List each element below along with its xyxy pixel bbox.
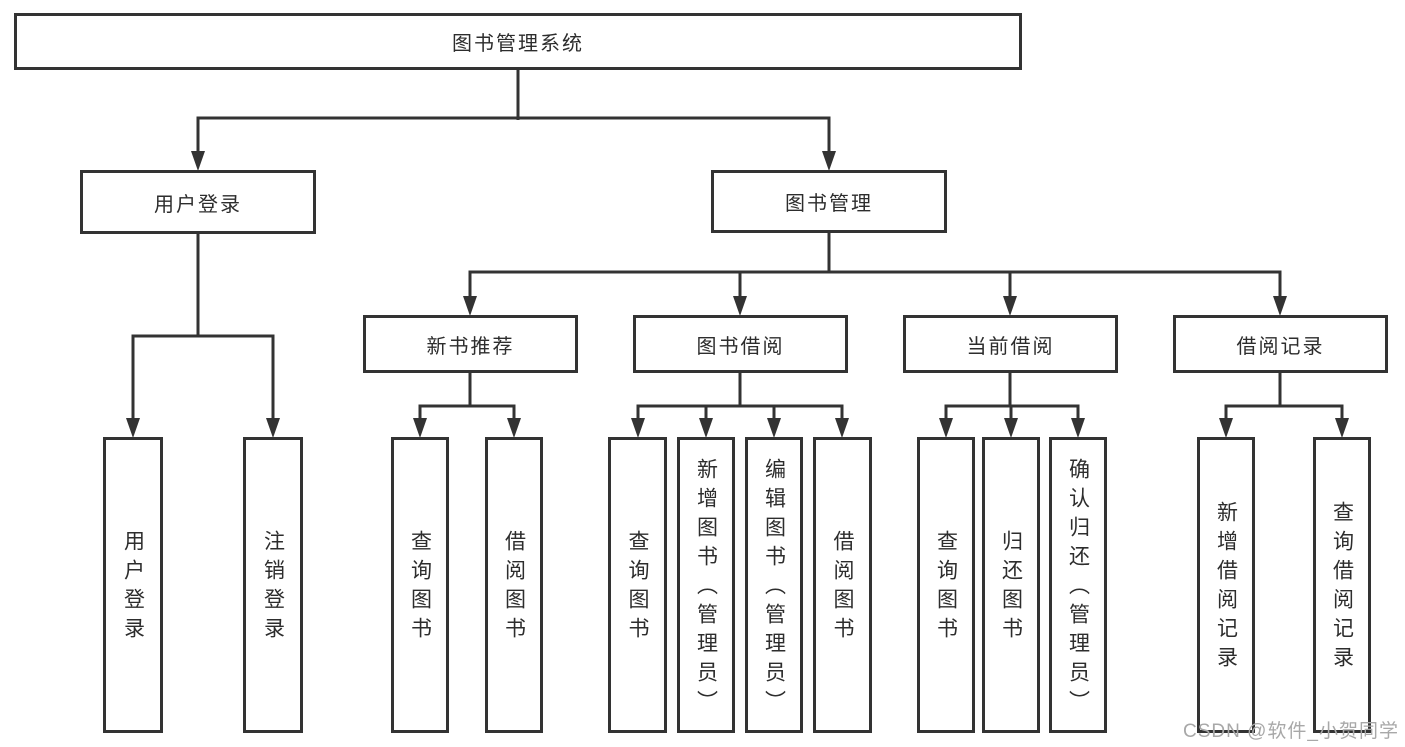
connector-recommend-children [413,373,521,438]
connector-root-to-level2 [191,70,836,171]
leaf-current-return-books: 归还图书 [982,437,1040,733]
leaf-current-query-books: 查询图书 [917,437,975,733]
connector-current-children [939,373,1085,438]
leaf-records-add-record: 新增借阅记录 [1197,437,1255,733]
leaf-logout: 注销登录 [243,437,303,733]
node-borrowing-records: 借阅记录 [1173,315,1388,373]
leaf-recommend-borrow-books: 借阅图书 [485,437,543,733]
leaf-borrow-add-books-admin: 新增图书（管理员） [677,437,735,733]
node-book-management: 图书管理 [711,170,947,233]
connector-records-children [1219,373,1349,438]
csdn-watermark: CSDN @软件_小贺同学 [1183,721,1399,742]
node-user-login: 用户登录 [80,170,316,234]
leaf-borrow-edit-books-admin: 编辑图书（管理员） [745,437,803,733]
node-root-book-management-system: 图书管理系统 [14,13,1022,70]
connector-borrow-children [631,373,849,438]
connector-user-login-children [126,233,280,438]
node-book-borrowing: 图书借阅 [633,315,848,373]
leaf-records-query-record: 查询借阅记录 [1313,437,1371,733]
leaf-user-login: 用户登录 [103,437,163,733]
leaf-borrow-query-books: 查询图书 [608,437,667,733]
leaf-recommend-query-books: 查询图书 [391,437,449,733]
connector-book-mgmt-children [463,232,1287,316]
node-new-book-recommend: 新书推荐 [363,315,578,373]
leaf-borrow-borrow-books: 借阅图书 [813,437,872,733]
node-current-borrowing: 当前借阅 [903,315,1118,373]
leaf-current-confirm-return-admin: 确认归还（管理员） [1049,437,1107,733]
